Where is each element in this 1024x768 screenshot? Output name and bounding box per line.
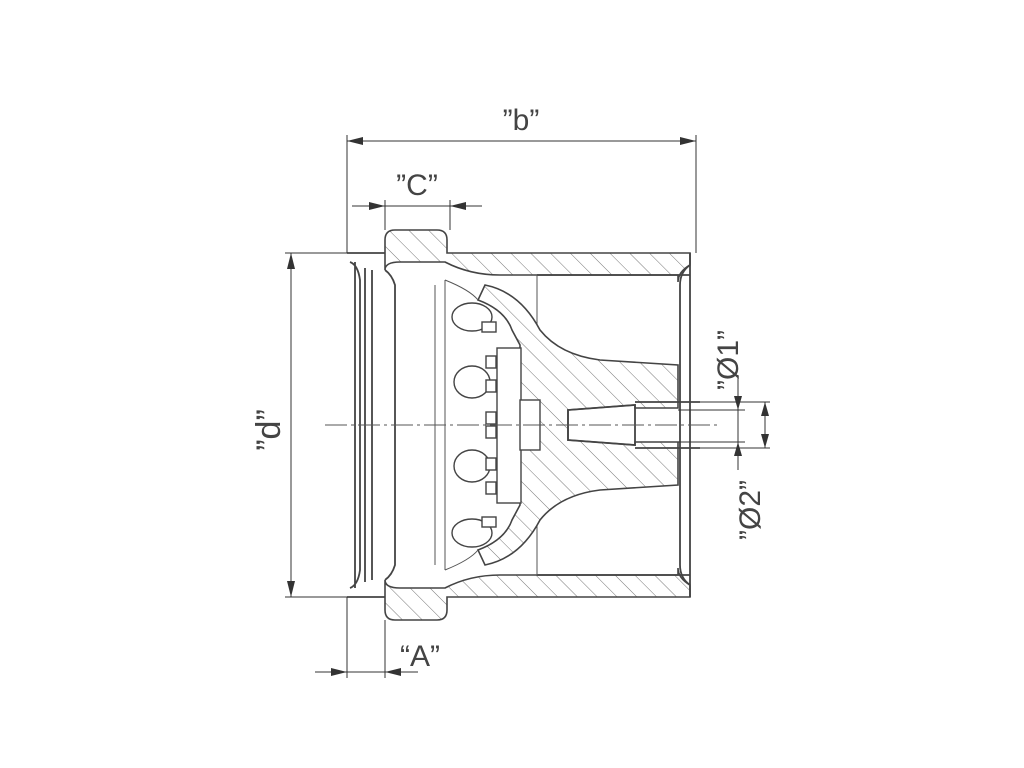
bolt-row bbox=[481, 321, 497, 528]
seal-plate bbox=[496, 347, 522, 504]
label-b: ”b” bbox=[503, 104, 540, 137]
label-phi1: ”Ø1” bbox=[712, 330, 745, 390]
label-d: ”d” bbox=[250, 409, 288, 451]
label-c: ”C” bbox=[396, 169, 438, 202]
label-phi2: ”Ø2” bbox=[734, 480, 767, 540]
body-lower-wall bbox=[384, 567, 691, 621]
shaft-step bbox=[635, 401, 700, 449]
ball-2 bbox=[453, 365, 491, 399]
shaft-bore bbox=[567, 404, 636, 446]
body-upper-wall bbox=[384, 229, 691, 283]
label-a: “A” bbox=[400, 640, 440, 673]
hub-cone bbox=[476, 284, 679, 566]
cage-arc bbox=[444, 279, 479, 571]
ball-3 bbox=[453, 449, 491, 483]
